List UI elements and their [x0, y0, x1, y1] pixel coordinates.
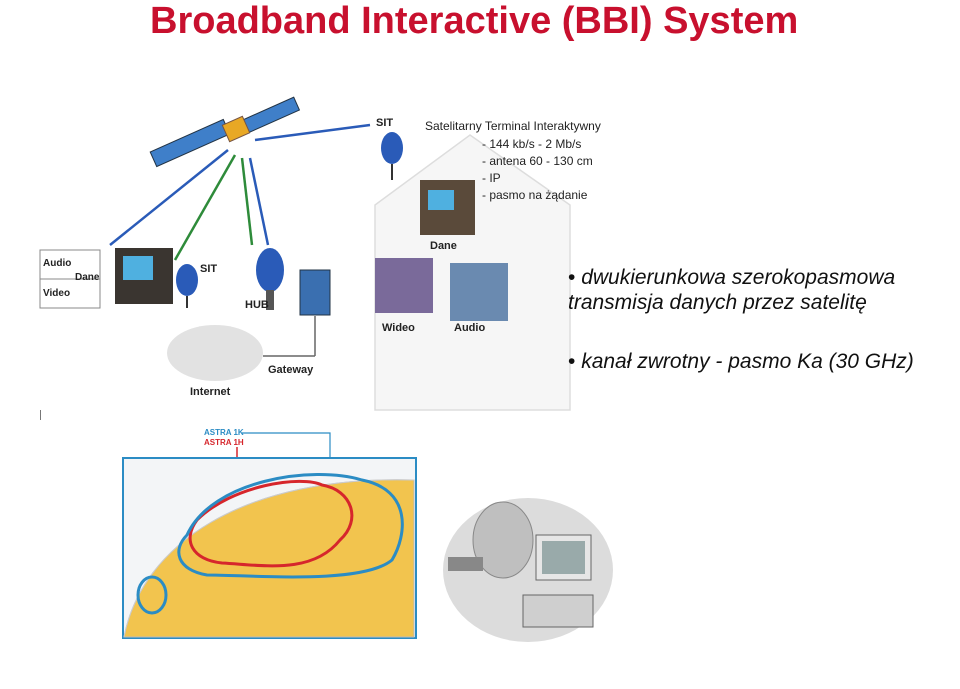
- sit-dish-left-icon: [176, 264, 198, 308]
- monitor-icon: [428, 190, 454, 210]
- arrow-hub-to-sat: [248, 157, 270, 246]
- legend-astra-1k: ASTRA 1K: [204, 428, 244, 437]
- footprint-astra-1h: [188, 479, 354, 568]
- wideo-label: Wideo: [382, 322, 415, 334]
- bullet-1-line-1: dwukierunkowa szerokopasmowa: [581, 266, 896, 289]
- page-title: Broadband Interactive (BBI) System: [150, 0, 799, 42]
- audio-house-label: Audio: [454, 322, 485, 334]
- dish-icon: [472, 501, 534, 579]
- sit-header-label: SIT: [376, 117, 393, 129]
- audio-box-label: Audio: [43, 258, 71, 269]
- bullet-dot: •: [568, 266, 582, 289]
- sit-spec-2: - antena 60 - 130 cm: [482, 154, 593, 168]
- bullet-2-line-1: kanał zwrotny - pasmo Ka (30 GHz): [581, 350, 914, 373]
- arrow-sat-to-sit: [254, 123, 371, 142]
- audio-photo: [450, 263, 508, 321]
- hub-label: HUB: [245, 299, 269, 311]
- sit-spec-4: - pasmo na żądanie: [482, 188, 588, 202]
- hub-dish-icon: [256, 248, 284, 310]
- legend-astra-1h: ASTRA 1H: [204, 438, 244, 447]
- arrow-sat-to-terminal: [109, 149, 229, 246]
- dane-box-label: Dane: [75, 272, 100, 283]
- receiver-icon: [448, 557, 483, 571]
- wideo-photo: [375, 258, 433, 313]
- sit-left-label: SIT: [200, 263, 217, 275]
- sit-title: Satelitarny Terminal Interaktywny: [425, 119, 601, 133]
- gateway-label: Gateway: [268, 364, 314, 376]
- network-diagram: SIT Satelitarny Terminal Interaktywny - …: [39, 96, 601, 411]
- footprint-astra-1k: [177, 473, 404, 579]
- hub-server-icon: [299, 269, 331, 316]
- arrow-sat-to-hub: [240, 157, 254, 246]
- bullet-1-line-2: transmisja danych przez satelitę: [568, 291, 867, 314]
- bullet-item-1: • dwukierunkowa szerokopasmowa transmisj…: [568, 266, 895, 315]
- dane-house-label: Dane: [430, 240, 457, 252]
- internet-label: Internet: [190, 386, 231, 398]
- sit-spec-1: - 144 kb/s - 2 Mb/s: [482, 137, 581, 151]
- coverage-map: ASTRA 1K ASTRA 1H: [122, 428, 417, 639]
- sit-spec-3: - IP: [482, 171, 501, 185]
- satellite-icon: [149, 96, 301, 168]
- computer-case-icon: [522, 594, 594, 628]
- sit-dish-icon: [381, 132, 403, 180]
- bullet-item-2: • kanał zwrotny - pasmo Ka (30 GHz): [568, 350, 914, 374]
- pc-with-dish-illustration: [443, 498, 613, 642]
- internet-cloud-icon: [167, 325, 263, 381]
- bullet-dot: •: [568, 350, 582, 373]
- stray-mark: [40, 410, 41, 420]
- video-box-label: Video: [43, 288, 70, 299]
- footprint-islands: [136, 575, 168, 615]
- arrow-sit-to-sat: [173, 154, 237, 261]
